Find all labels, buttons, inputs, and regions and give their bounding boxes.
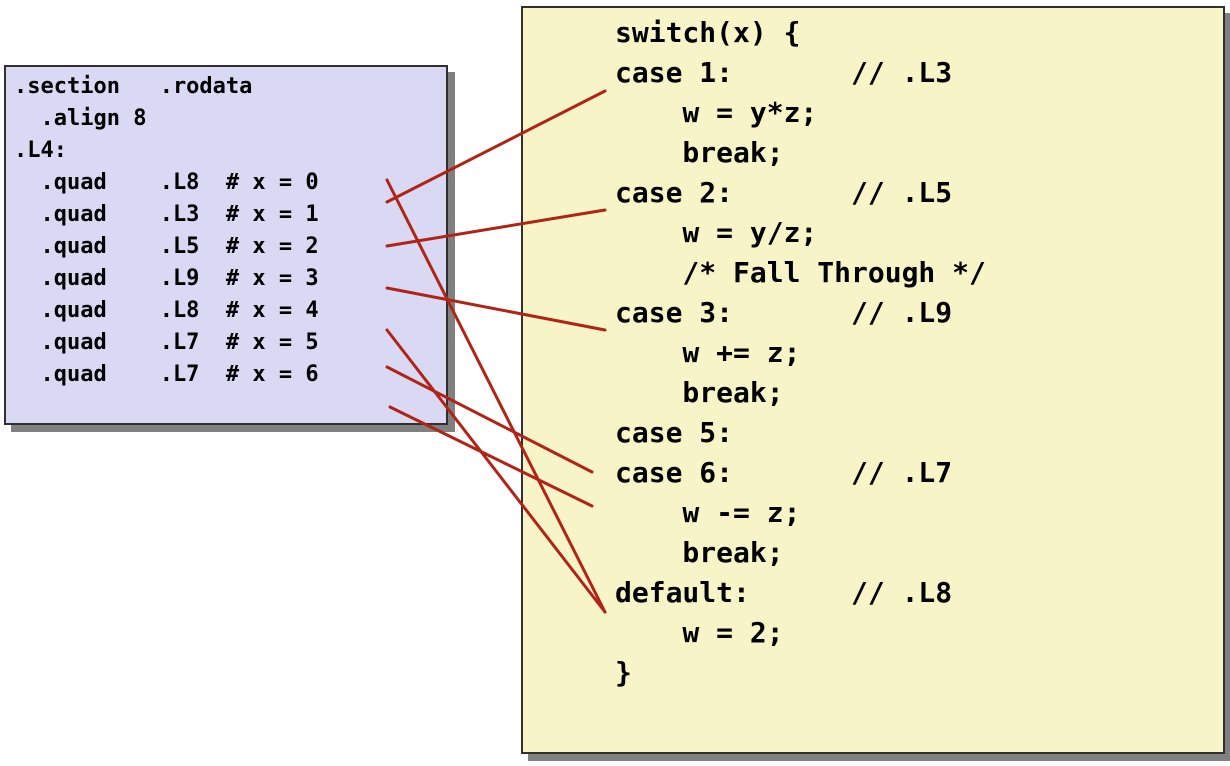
code-line-case2-body: w = y/z; [615, 216, 818, 249]
code-line-case3-body: w += z; [615, 336, 801, 369]
asm-line-quad-x6: .quad .L7 # x = 6 [14, 362, 319, 387]
code-line-case6-break: break; [615, 536, 784, 569]
code-line-case2: case 2: // .L5 [615, 176, 953, 209]
code-line-case1-break: break; [615, 136, 784, 169]
asm-line-quad-x2: .quad .L5 # x = 2 [14, 234, 319, 259]
asm-line-quad-x5: .quad .L7 # x = 5 [14, 330, 319, 355]
asm-line-section: .section .rodata [14, 74, 253, 99]
asm-line-quad-x0: .quad .L8 # x = 0 [14, 170, 319, 195]
code-line-case3-break: break; [615, 376, 784, 409]
code-line-default: default: // .L8 [615, 576, 953, 609]
code-line-case3: case 3: // .L9 [615, 296, 953, 329]
code-line-default-body: w = 2; [615, 616, 784, 649]
code-line-case1: case 1: // .L3 [615, 56, 953, 89]
code-line-switch: switch(x) { [615, 16, 801, 49]
code-line-close-brace: } [615, 656, 632, 689]
asm-line-quad-x3: .quad .L9 # x = 3 [14, 266, 319, 291]
asm-line-quad-x4: .quad .L8 # x = 4 [14, 298, 319, 323]
code-line-case1-body: w = y*z; [615, 96, 818, 129]
asm-line-quad-x1: .quad .L3 # x = 1 [14, 202, 319, 227]
code-line-case6: case 6: // .L7 [615, 456, 953, 489]
asm-line-label-l4: .L4: [14, 138, 67, 163]
code-line-case6-body: w -= z; [615, 496, 801, 529]
asm-line-align: .align 8 [14, 106, 147, 131]
switch-code-box: switch(x) { case 1: // .L3 w = y*z; brea… [521, 6, 1225, 754]
jump-table-box: .section .rodata .align 8 .L4: .quad .L8… [4, 65, 448, 425]
code-line-case5: case 5: [615, 416, 734, 449]
code-line-fallthrough: /* Fall Through */ [615, 256, 986, 289]
